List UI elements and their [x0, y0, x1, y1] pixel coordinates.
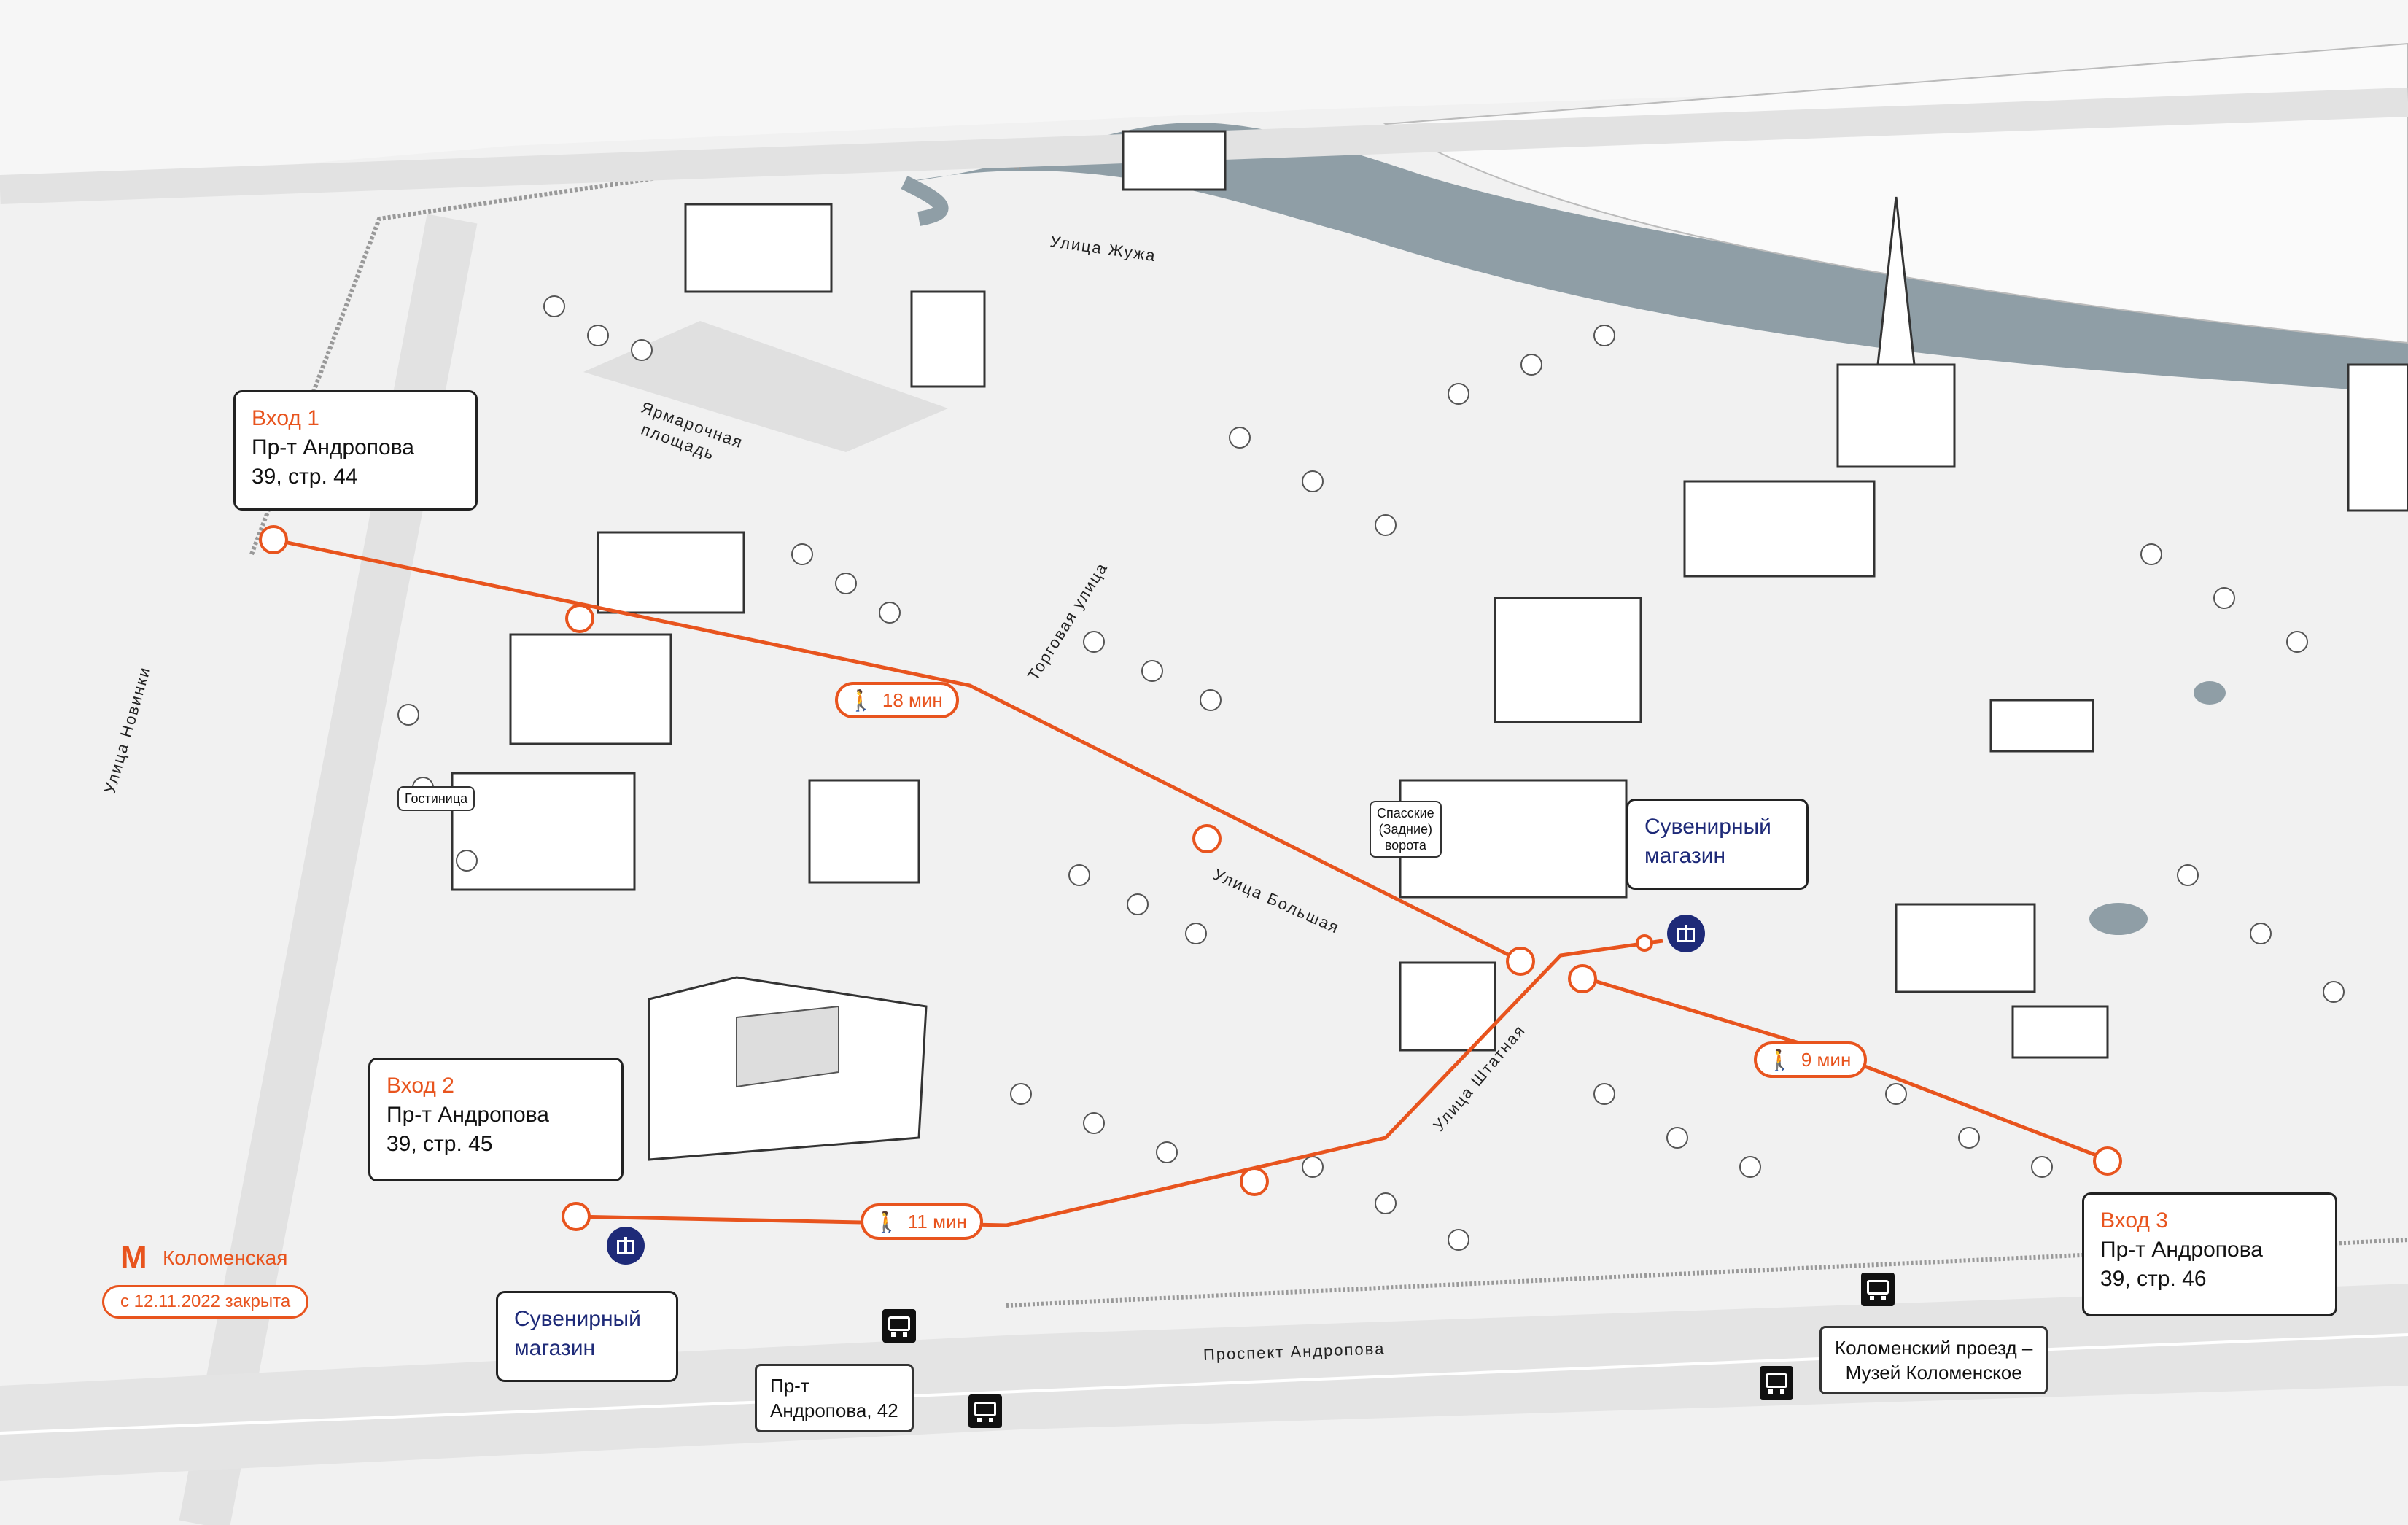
- walk-time-entrance-2: 🚶 11 мин: [861, 1203, 983, 1240]
- souvenir-shop-2-line1: Сувенирный: [514, 1307, 641, 1331]
- entrance-1-title: Вход 1: [252, 406, 319, 430]
- entrance-3-address-line1: Пр-т Андропова: [2100, 1238, 2263, 1262]
- park-fence: [249, 143, 1022, 556]
- bus-stop-kolomensky-proezd-line1: Коломенский проезд –: [1835, 1337, 2033, 1359]
- entrance-1-address-line1: Пр-т Андропова: [252, 435, 414, 459]
- spasskie-gate-label: Спасские (Задние) ворота: [1370, 801, 1442, 858]
- river: [904, 123, 2408, 394]
- road-andropova: [0, 1284, 2408, 1481]
- metro-station-name: Коломенская: [163, 1246, 288, 1269]
- entrance-3-address-line2: 39, стр. 46: [2100, 1267, 2207, 1291]
- bus-stop-andropova-42-line2: Андропова, 42: [770, 1400, 898, 1421]
- metro-station: М Коломенская: [120, 1240, 287, 1276]
- walking-person-icon: 🚶: [848, 688, 874, 712]
- hotel-label: Гостиница: [397, 786, 475, 811]
- bus-stop-icon: [1760, 1366, 1793, 1400]
- souvenir-shop-2-callout: Сувенирный магазин: [496, 1291, 678, 1382]
- entrance-3-title: Вход 3: [2100, 1208, 2168, 1233]
- bus-stop-kolomensky-proezd: Коломенский проезд – Музей Коломенское: [1819, 1326, 2048, 1394]
- walk-time-entrance-3-label: 9 мин: [1801, 1048, 1852, 1071]
- spasskie-gate-label-line2: (Задние): [1378, 822, 1433, 837]
- metro-closed-badge: с 12.11.2022 закрыта: [102, 1285, 309, 1319]
- entrance-2-title: Вход 2: [387, 1074, 454, 1098]
- walking-person-icon: 🚶: [1767, 1048, 1793, 1071]
- exhibition-hall: [648, 976, 928, 1161]
- trees: [397, 295, 2345, 1251]
- souvenir-shop-1-line2: магазин: [1644, 844, 1726, 868]
- entrance-2-address-line1: Пр-т Андропова: [387, 1103, 549, 1127]
- bus-stop-andropova-42: Пр-т Андропова, 42: [755, 1364, 914, 1432]
- walk-time-entrance-2-label: 11 мин: [907, 1210, 967, 1233]
- bus-stop-icon: [882, 1309, 916, 1343]
- walking-person-icon: 🚶: [874, 1210, 899, 1233]
- entrance-1-callout: Вход 1 Пр-т Андропова 39, стр. 44: [233, 390, 478, 511]
- bus-stop-icon: [968, 1394, 1002, 1428]
- entrance-1-address-line2: 39, стр. 44: [252, 465, 358, 489]
- buildings: [451, 130, 2408, 1059]
- walk-time-entrance-1: 🚶 18 мин: [835, 682, 959, 718]
- walk-time-entrance-1-label: 18 мин: [882, 688, 943, 711]
- metro-logo-icon: М: [120, 1240, 147, 1276]
- walk-time-entrance-3: 🚶 9 мин: [1754, 1041, 1868, 1078]
- bus-stop-icon: [1861, 1273, 1895, 1306]
- fair-square: [583, 321, 948, 452]
- route-arrows: [259, 525, 2122, 1231]
- souvenir-shop-1-line1: Сувенирный: [1644, 815, 1771, 839]
- bus-stop-andropova-42-line1: Пр-т: [770, 1375, 809, 1397]
- bus-stop-kolomensky-proezd-line2: Музей Коломенское: [1845, 1362, 2022, 1384]
- entrance-2-address-line2: 39, стр. 45: [387, 1132, 493, 1156]
- spasskie-gate-label-line3: ворота: [1384, 838, 1426, 853]
- souvenir-shop-1-callout: Сувенирный магазин: [1626, 799, 1809, 890]
- gift-icon: [1667, 915, 1705, 952]
- souvenir-shop-2-line2: магазин: [514, 1336, 596, 1360]
- entrance-2-callout: Вход 2 Пр-т Андропова 39, стр. 45: [368, 1058, 624, 1181]
- spasskie-gate-label-line1: Спасские: [1377, 806, 1434, 820]
- ascension-church: [1836, 196, 1956, 468]
- route-entrance-1: [273, 538, 1526, 965]
- entrance-3-callout: Вход 3 Пр-т Андропова 39, стр. 46: [2082, 1192, 2337, 1316]
- gift-icon: [607, 1227, 645, 1265]
